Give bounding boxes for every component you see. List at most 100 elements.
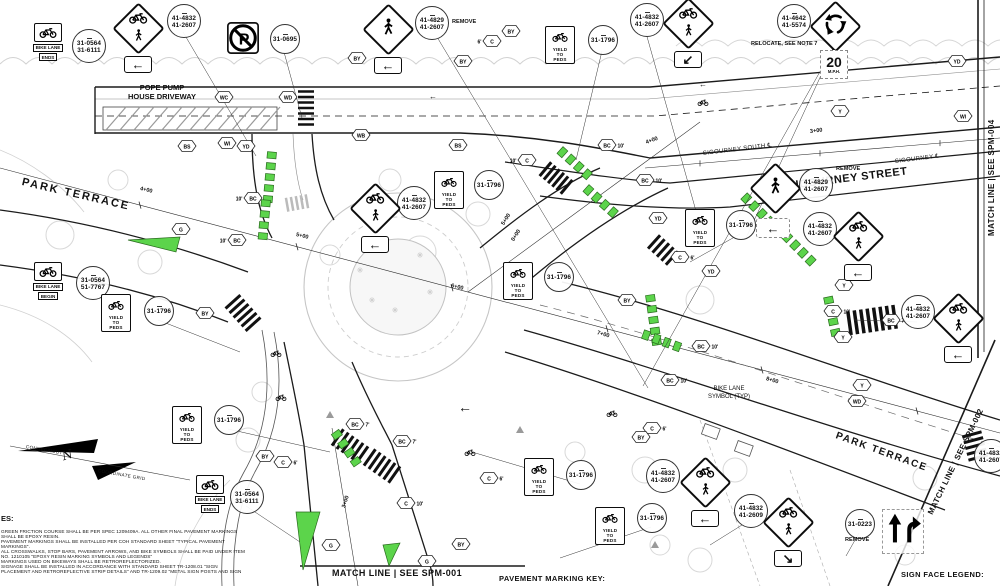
svg-text:BC: BC [249,196,257,202]
callout-number: 41-2607 [419,24,445,31]
marking-code-hex: YD [236,140,256,152]
yield-sign-text: PEDS [532,489,546,495]
callout-number: 31-1796 [728,222,754,230]
svg-text:YD: YD [655,216,662,222]
bike-icon [602,510,618,528]
bike-icon [365,191,385,209]
bike-lane-sign-text: BIKE LANE [194,495,226,504]
callout-number: 31-1796 [216,417,242,425]
svg-text:BC: BC [641,178,649,184]
arrow-icon: ← [766,220,780,236]
sign-callout: 31-1796 [544,262,574,292]
sign-callout: 31-1796 [566,460,596,490]
callout-number: 41-4829 [803,178,829,186]
pavement-marking-key-label: PAVEMENT MARKING KEY: [499,574,606,583]
bike-icon [128,11,148,29]
arrow-plaque: ← [844,264,872,281]
callout-tick [411,194,417,196]
marking-code-hex: WD [278,91,298,103]
svg-text:WB: WB [357,133,366,139]
svg-text:WI: WI [960,114,967,120]
yield-sign-text: YIELD [510,283,526,288]
callout-number: 41-2607 [807,230,833,237]
lane-arrows-icon [885,513,921,550]
pedestrian-icon [770,177,781,200]
arrow-icon: ← [851,265,865,280]
warning-sign-bike-ped: ↙ [661,0,715,68]
callout-number: 41-4832 [171,14,197,22]
callout-number: 41-2607 [634,21,660,28]
marking-code-hex: BY [453,55,473,67]
callout-tick [282,34,288,36]
notes-line: NO. 1210105 "EPOXY RESIN MARKING SYMBOLS… [1,554,153,559]
pavement-bike-symbol [275,388,287,406]
svg-text:10': 10' [618,143,625,149]
sign-callout: 31-0223 [845,509,875,539]
marking-code-hex: BS [177,140,197,152]
notes-heading: ES: [1,514,14,523]
callout-tick [791,12,797,14]
marking-code-hex: YD [701,265,721,277]
yield-sign-text: TO [514,288,522,294]
match-line-label-bottom: MATCH LINE | SEE SPM-001 [332,568,462,578]
callout-tick [244,488,250,490]
warning-sign-roundabout [808,0,862,53]
callout-note: REMOVE [836,166,861,172]
callout-number: 41-2609 [738,512,764,519]
svg-text:BC: BC [233,238,241,244]
svg-text:BY: BY [262,454,270,460]
yield-sign-text: YIELD [179,427,195,432]
diamond-sign-face [931,292,985,345]
bike-icon [34,262,62,281]
diamond-sign-face [678,456,732,509]
no-parking-sign: P [227,22,259,59]
diamond-sign-face [831,210,885,263]
callout-number: 41-4832 [401,196,427,204]
svg-text:C: C [490,39,494,45]
svg-text:BY: BY [638,435,646,441]
pedestrian-icon [784,522,792,541]
svg-text:BC: BC [666,378,674,384]
notes-line: ALL CROSSWALKS, STOP BARS, PAVEMENT ARRO… [1,549,245,554]
callout-number: 41-2607 [978,457,1000,464]
bike-icon [778,505,798,523]
svg-text:6': 6' [691,255,695,261]
svg-text:10': 10' [236,196,243,202]
callout-tick [817,220,823,222]
marking-code-hex: C10' [510,154,537,166]
callout-number: 31-1796 [546,274,572,282]
svg-text:BC: BC [697,344,705,350]
callout-note: RELOCATE, SEE NOTE 7 [751,41,818,47]
sign-callout: 31-1796 [474,170,504,200]
pedestrian-icon [134,28,142,47]
callout-tick [181,12,187,14]
callout-number: 41-2607 [171,22,197,29]
callout-number: 41-4829 [419,16,445,24]
notes-line: SIGNAGE SHALL BE INSTALLED IN ACCORDANCE… [1,564,218,569]
callout-tick [156,306,162,308]
svg-text:G: G [425,559,429,565]
yield-sign-text: TO [696,235,704,241]
roundabout-arrows-icon [823,12,848,42]
svg-text:YD: YD [708,269,715,275]
marking-code-hex: BY [617,294,637,306]
marking-code-hex: WC [214,91,234,103]
bike-icon [848,219,868,237]
marking-code-hex: BY [195,307,215,319]
no-parking-icon [229,24,257,52]
svg-text:BY: BY [354,56,362,62]
arrow-plaque: ← [374,57,402,74]
pedestrian-icon [954,318,962,337]
